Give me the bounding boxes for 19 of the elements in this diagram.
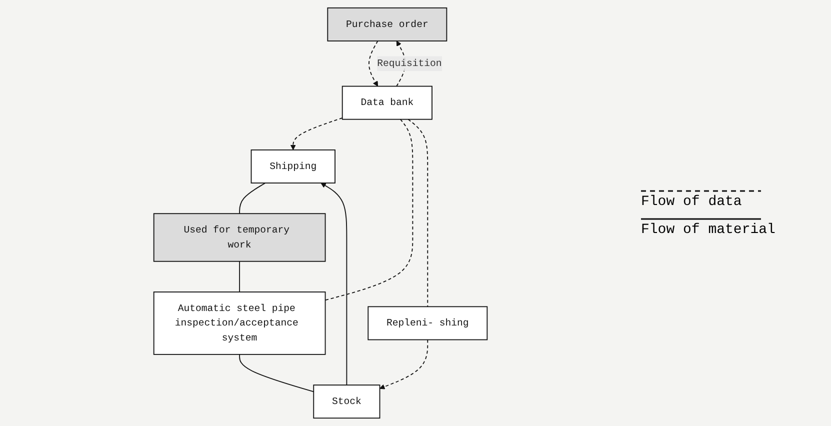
connector <box>239 182 266 214</box>
node-box: Data bank <box>342 86 432 120</box>
legend-text: Flow of material <box>641 222 776 238</box>
arrow <box>290 118 343 150</box>
connector <box>324 118 414 301</box>
arrow <box>380 339 428 390</box>
node-box: Repleni- shing <box>368 306 488 340</box>
connector <box>239 260 240 292</box>
node-box: Automatic steel pipe inspection/acceptance system <box>153 292 326 355</box>
connector <box>408 118 428 308</box>
node-box: Stock <box>313 384 380 419</box>
node-box: Used for temporary work <box>153 213 326 262</box>
node-box: Purchase order <box>327 7 448 42</box>
arrow <box>368 40 378 86</box>
arrow <box>320 182 348 386</box>
edge-label: Requisition <box>377 58 442 70</box>
legend-text: Flow of data <box>641 194 743 210</box>
node-box: Shipping <box>250 149 336 184</box>
connector <box>239 354 314 392</box>
